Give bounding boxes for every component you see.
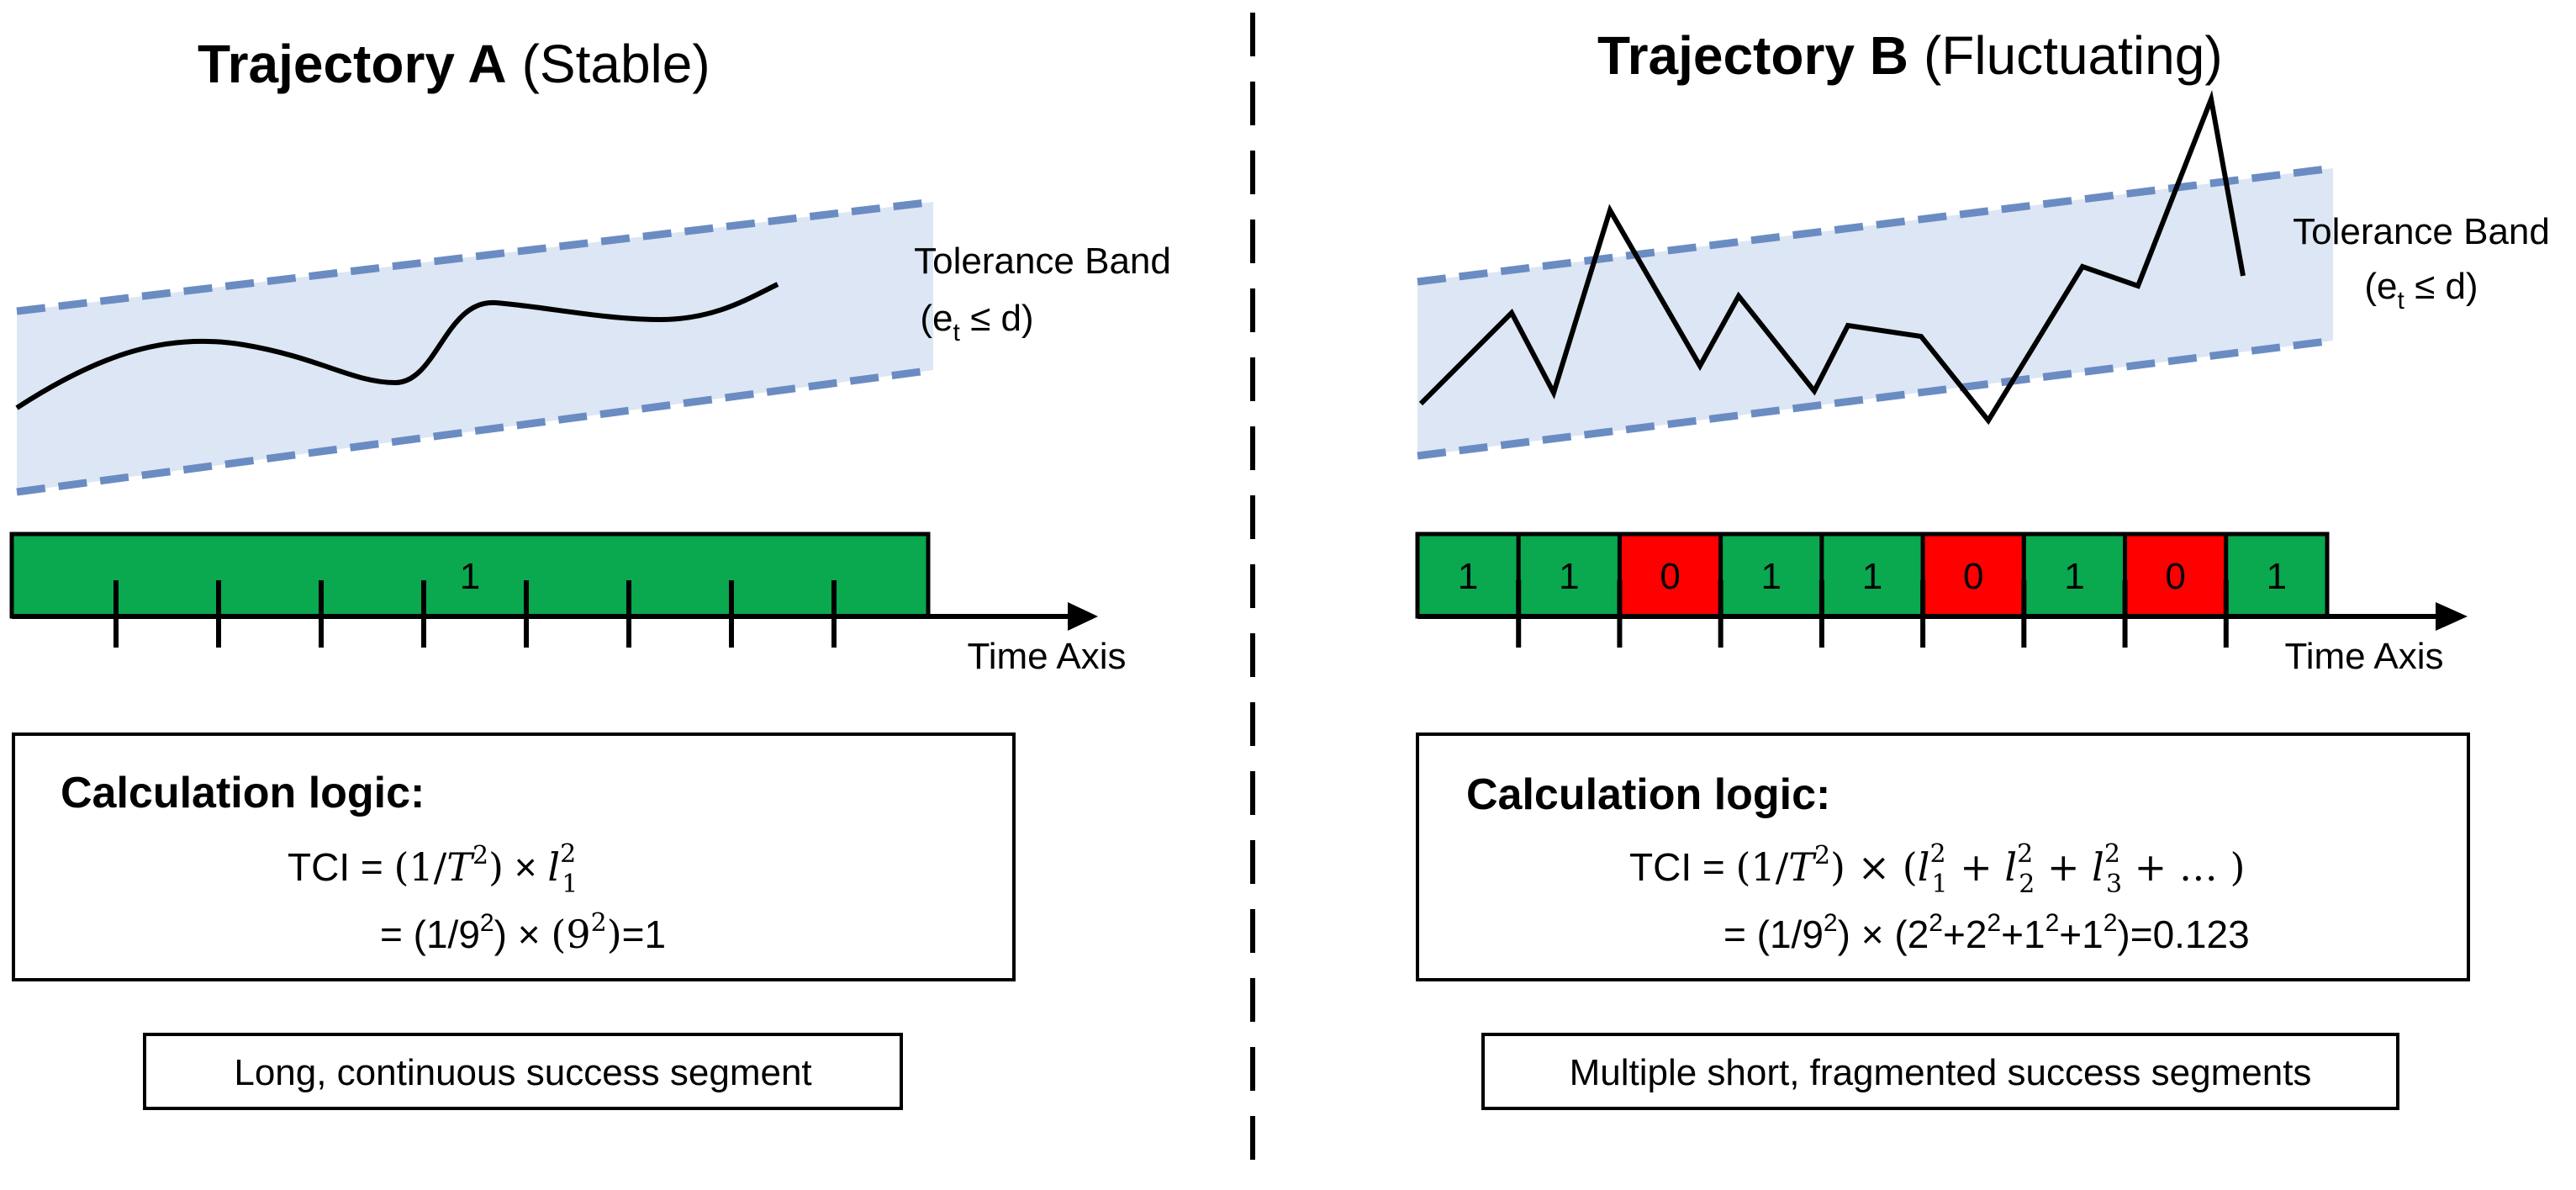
panel-b-band-lower-edge xyxy=(1417,336,2334,460)
panel-b-calc-line2: = (1/92) × (22+22+12+12)=0.123 xyxy=(1723,909,2250,956)
panel-b-segment-label-5: 1 xyxy=(1862,556,1882,597)
panel-a-tolerance-band xyxy=(17,202,933,492)
panel-b-band-upper-edge xyxy=(1417,164,2334,286)
panel-a-axis-label: Time Axis xyxy=(967,636,1126,677)
panel-b-segment-7 xyxy=(2021,532,2128,619)
panel-b-time-axis-arrowhead xyxy=(2436,602,2468,631)
panel-b-segment-bar: 1 1 0 1 1 0 1 0 1 xyxy=(1415,532,2330,619)
panel-b-segment-label-2: 1 xyxy=(1559,556,1579,597)
panel-b-segment-4 xyxy=(1718,532,1824,619)
panel-a-segment-bar: 1 xyxy=(9,532,931,619)
panel-b-segment-label-3: 0 xyxy=(1660,556,1680,597)
panel-b-segment-label-9: 1 xyxy=(2267,556,2287,597)
panel-a-segment-label-1: 1 xyxy=(460,556,480,597)
panel-b-segment-label-7: 1 xyxy=(2064,556,2084,597)
panel-b: Trajectory B (Fluctuating) Tolerance Band… xyxy=(1415,25,2550,1110)
panel-a-band-label-line1: Tolerance Band xyxy=(914,241,1171,282)
panel-b-trajectory-line xyxy=(1418,90,2246,426)
panel-b-calc-heading: Calculation logic: xyxy=(1466,770,1830,819)
panel-b-calculation-box xyxy=(1416,733,2470,981)
panel-a-segment-1 xyxy=(9,532,931,619)
panel-a-title-rest: (Stable) xyxy=(522,34,710,94)
panel-a-time-ticks xyxy=(113,580,837,648)
panel-a-calculation-box xyxy=(12,733,1016,981)
panel-b-title: Trajectory B (Fluctuating) xyxy=(1597,25,2223,86)
panel-a-band-lower-edge xyxy=(16,366,934,496)
panel-a-title: Trajectory A(Stable) xyxy=(198,34,710,94)
panel-b-time-ticks xyxy=(1516,580,2229,648)
panel-a-caption-box xyxy=(143,1033,903,1110)
panel-a-calc-line2: = (1/92) × (92)=1 xyxy=(380,908,666,957)
panel-b-tolerance-band xyxy=(1417,168,2333,456)
panel-b-caption-box xyxy=(1481,1033,2399,1110)
panel-a-caption: Long, continuous success segment xyxy=(234,1052,811,1093)
panel-b-title-rest: (Fluctuating) xyxy=(1924,25,2223,86)
panel-b-segment-label-6: 0 xyxy=(1963,556,1983,597)
panel-a-calc-heading: Calculation logic: xyxy=(61,769,425,817)
panel-b-segment-label-1: 1 xyxy=(1458,556,1478,597)
panel-b-band-label-line1: Tolerance Band xyxy=(2293,211,2550,252)
panel-b-axis-label: Time Axis xyxy=(2284,636,2443,677)
panel-b-band-label-line2: (et ≤ d) xyxy=(2364,266,2478,315)
panel-a-band-upper-edge xyxy=(16,198,934,315)
panel-b-segment-label-4: 1 xyxy=(1761,556,1782,597)
panel-a-band-label-line2: (et ≤ d) xyxy=(920,298,1033,346)
panel-b-segment-3 xyxy=(1617,532,1723,619)
panel-b-title-bold: Trajectory B xyxy=(1597,25,1908,86)
panel-a-trajectory-line xyxy=(15,282,779,410)
panel-a-title-bold: Trajectory A xyxy=(198,34,507,94)
panel-b-segment-label-8: 0 xyxy=(2165,556,2185,597)
panel-a: Trajectory A(Stable) Tolerance Band (et … xyxy=(9,34,1171,1110)
panel-b-caption: Multiple short, fragmented success segme… xyxy=(1570,1052,2312,1093)
panel-a-time-axis-arrowhead xyxy=(1068,602,1098,631)
